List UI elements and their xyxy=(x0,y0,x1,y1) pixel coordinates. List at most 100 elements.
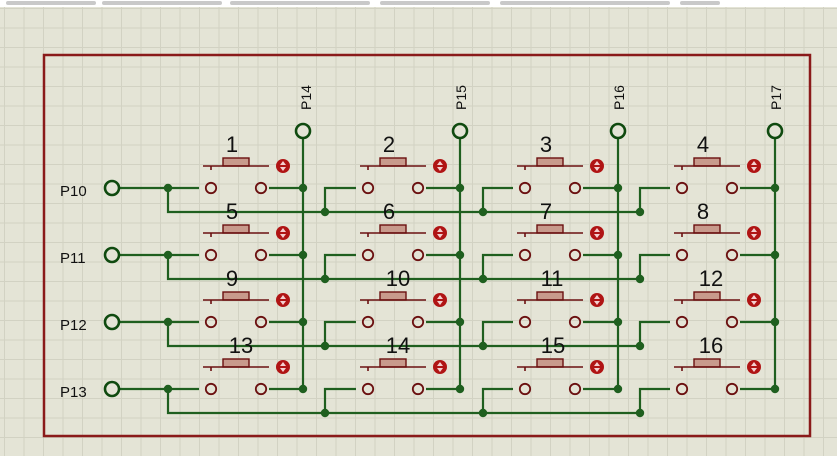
row-bus-wire-4 xyxy=(166,389,640,415)
switch-cap-7 xyxy=(536,224,564,234)
switch-pin-right-15 xyxy=(568,382,582,396)
row-junction-3-0 xyxy=(163,317,173,327)
switch-indicator-arrows-4 xyxy=(751,161,757,171)
switch-cap-10 xyxy=(379,291,407,301)
port-label-p15: P15 xyxy=(453,85,469,110)
port-label-p14: P14 xyxy=(298,85,314,110)
switch-indicator-arrows-1 xyxy=(280,161,286,171)
column-junction-1-3 xyxy=(613,183,623,193)
switch-indicator-arrows-3 xyxy=(594,161,600,171)
column-port-terminal-1 xyxy=(294,122,312,140)
port-label-p17: P17 xyxy=(768,85,784,110)
switch-indicator-2 xyxy=(433,159,447,173)
switch-indicator-13 xyxy=(276,360,290,374)
row-bus-junction-1-1 xyxy=(320,207,330,217)
switch-indicator-14 xyxy=(433,360,447,374)
switch-pin-left-2 xyxy=(361,181,375,195)
button-label-7: 7 xyxy=(540,199,552,224)
column-junction-2-2 xyxy=(455,250,465,260)
switch-indicator-1 xyxy=(276,159,290,173)
switch-indicator-7 xyxy=(590,226,604,240)
row-bus-junction-4-2 xyxy=(478,408,488,418)
switch-pin-right-1 xyxy=(254,181,268,195)
button-label-15: 15 xyxy=(541,333,565,358)
switch-pin-left-5 xyxy=(204,248,218,262)
column-junction-3-1 xyxy=(298,317,308,327)
switch-pin-left-9 xyxy=(204,315,218,329)
switch-indicator-arrows-7 xyxy=(594,228,600,238)
button-label-3: 3 xyxy=(540,132,552,157)
row-junction-1-0 xyxy=(163,183,173,193)
switch-indicator-8 xyxy=(747,226,761,240)
row-bus-junction-4-3 xyxy=(635,408,645,418)
switch-pin-left-7 xyxy=(518,248,532,262)
switch-pin-right-3 xyxy=(568,181,582,195)
button-label-12: 12 xyxy=(699,266,723,291)
switch-pin-left-14 xyxy=(361,382,375,396)
switch-pin-right-14 xyxy=(411,382,425,396)
switch-indicator-arrows-2 xyxy=(437,161,443,171)
switch-indicator-9 xyxy=(276,293,290,307)
switch-indicator-arrows-11 xyxy=(594,295,600,305)
switch-cap-16 xyxy=(693,358,721,368)
row-branch-wire-1-3 xyxy=(638,186,670,212)
row-bus-junction-3-1 xyxy=(320,341,330,351)
switch-cap-11 xyxy=(536,291,564,301)
row-junction-4-0 xyxy=(163,384,173,394)
wires xyxy=(119,138,777,415)
sheet-border xyxy=(42,53,812,438)
row-branch-wire-3-3 xyxy=(638,320,670,346)
column-junction-1-1 xyxy=(298,183,308,193)
column-junction-2-3 xyxy=(613,250,623,260)
button-label-16: 16 xyxy=(699,333,723,358)
column-junction-4-3 xyxy=(613,384,623,394)
column-junction-2-4 xyxy=(770,250,780,260)
row-branch-wire-4-2 xyxy=(481,387,513,413)
port-label-p10: P10 xyxy=(60,183,87,200)
switch-pin-right-11 xyxy=(568,315,582,329)
row-branch-wire-2-2 xyxy=(481,253,513,279)
switch-pin-left-15 xyxy=(518,382,532,396)
row-bus-junction-1-3 xyxy=(635,207,645,217)
switch-pin-right-5 xyxy=(254,248,268,262)
switch-pin-left-16 xyxy=(675,382,689,396)
switch-pin-right-7 xyxy=(568,248,582,262)
button-label-8: 8 xyxy=(697,199,709,224)
push-buttons xyxy=(203,157,761,396)
switch-indicator-arrows-6 xyxy=(437,228,443,238)
port-label-p12: P12 xyxy=(60,317,87,334)
button-label-10: 10 xyxy=(386,266,410,291)
button-label-5: 5 xyxy=(226,199,238,224)
switch-indicator-arrows-15 xyxy=(594,362,600,372)
button-label-4: 4 xyxy=(697,132,709,157)
switch-indicator-16 xyxy=(747,360,761,374)
button-label-14: 14 xyxy=(386,333,410,358)
row-bus-junction-2-3 xyxy=(635,274,645,284)
switch-indicator-arrows-16 xyxy=(751,362,757,372)
switch-cap-4 xyxy=(693,157,721,167)
row-port-terminal-2 xyxy=(103,246,121,264)
row-bus-junction-4-1 xyxy=(320,408,330,418)
row-bus-wire-1 xyxy=(166,188,640,214)
row-junction-2-0 xyxy=(163,250,173,260)
switch-pin-left-4 xyxy=(675,181,689,195)
switch-pin-right-12 xyxy=(725,315,739,329)
switch-cap-12 xyxy=(693,291,721,301)
button-label-6: 6 xyxy=(383,199,395,224)
button-label-9: 9 xyxy=(226,266,238,291)
switch-pin-right-2 xyxy=(411,181,425,195)
switch-cap-3 xyxy=(536,157,564,167)
switch-pin-right-4 xyxy=(725,181,739,195)
column-junction-3-2 xyxy=(455,317,465,327)
row-branch-wire-3-2 xyxy=(481,320,513,346)
row-port-terminal-4 xyxy=(103,380,121,398)
switch-pin-right-6 xyxy=(411,248,425,262)
button-label-2: 2 xyxy=(383,132,395,157)
switch-indicator-arrows-8 xyxy=(751,228,757,238)
column-junction-4-2 xyxy=(455,384,465,394)
row-bus-junction-3-2 xyxy=(478,341,488,351)
button-label-13: 13 xyxy=(229,333,253,358)
column-junction-3-3 xyxy=(613,317,623,327)
switch-pin-left-11 xyxy=(518,315,532,329)
